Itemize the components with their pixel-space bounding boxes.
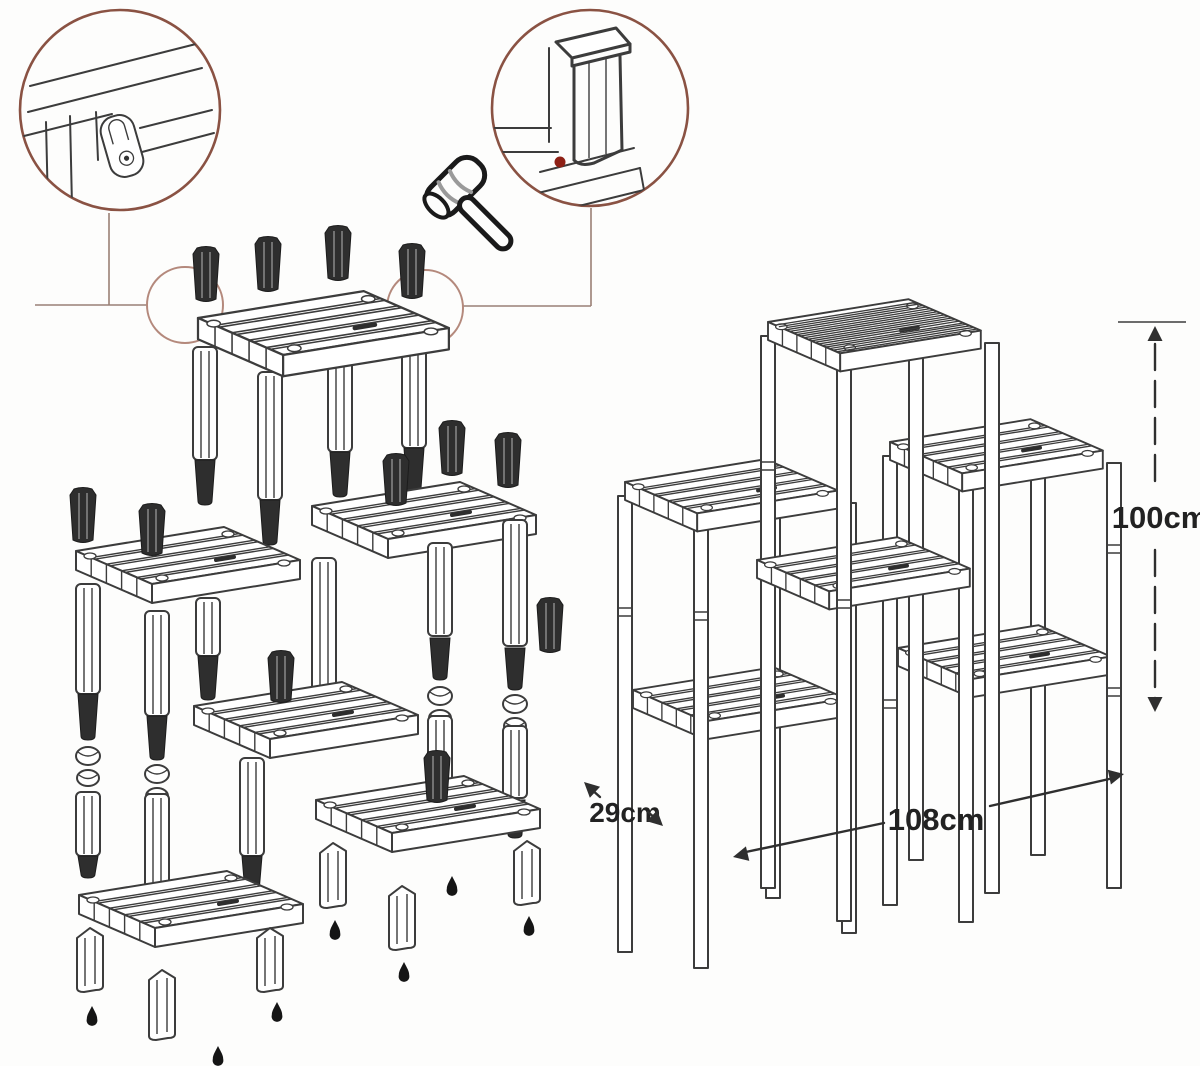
arrowhead-left <box>731 846 750 865</box>
plug <box>192 246 220 302</box>
foot-posts <box>76 840 541 1041</box>
leg <box>401 345 427 493</box>
plug <box>267 650 295 703</box>
assembled-center-tower <box>755 297 1000 922</box>
shelf-panel <box>896 623 1113 700</box>
down-arrow-marker <box>398 962 410 982</box>
assembled-left-unit <box>617 457 857 969</box>
shelf-panel <box>755 535 972 612</box>
shelf-panel <box>631 665 848 742</box>
foot <box>513 840 541 906</box>
shelf-panel <box>623 457 840 534</box>
leg <box>144 610 170 761</box>
plug <box>494 432 522 488</box>
plug <box>138 503 166 556</box>
plug <box>398 243 426 299</box>
leg <box>239 757 265 897</box>
tower-top-hatching <box>775 301 978 353</box>
leg-joint-marks <box>761 461 851 609</box>
foot <box>256 927 284 993</box>
leg <box>195 597 221 701</box>
leg <box>257 371 283 546</box>
foot <box>388 885 416 951</box>
callout-detail-bracket <box>18 8 222 212</box>
down-arrow-marker <box>212 1046 224 1066</box>
plug <box>324 225 352 281</box>
plug <box>69 487 97 543</box>
plug <box>536 597 564 653</box>
down-arrow-marker <box>271 1002 283 1022</box>
corner-highlight-circle <box>146 266 224 344</box>
coupler <box>75 746 101 787</box>
assembled-right-unit <box>882 417 1122 923</box>
down-arrow-marker <box>446 876 458 896</box>
leg-cap-detail-icon <box>493 26 645 206</box>
assembled-view <box>617 297 1122 969</box>
plug <box>423 750 451 803</box>
foot <box>76 927 104 993</box>
keyhole-bracket-detail-icon <box>23 43 215 209</box>
height-dimension-label: 100cm <box>1112 500 1200 535</box>
arrowhead-up <box>1147 326 1163 341</box>
leg-posts <box>192 330 427 546</box>
dimension-width: 108cm <box>731 766 1126 865</box>
hammer-point-marker <box>554 156 566 168</box>
plug <box>382 453 410 506</box>
mallet-icon <box>422 154 514 252</box>
leg <box>192 346 218 506</box>
exploded-view <box>69 225 564 1066</box>
leg-posts <box>75 519 528 761</box>
width-dimension-label: 108cm <box>888 802 985 837</box>
leg <box>75 583 101 741</box>
callout-circle <box>18 8 222 212</box>
dimension-height: 100cm <box>1112 321 1200 712</box>
foot <box>319 842 347 909</box>
arrowhead-down <box>1147 697 1163 712</box>
leg <box>502 519 528 691</box>
leg <box>75 791 101 879</box>
plug <box>438 420 466 476</box>
down-arrow-marker <box>86 1006 98 1026</box>
dimension-depth: 29cm <box>578 776 669 832</box>
plug <box>254 236 282 292</box>
down-arrow-marker <box>329 920 341 940</box>
shelf-panel <box>192 680 420 760</box>
socket-plugs <box>69 225 564 653</box>
leg-joint-marks <box>618 607 708 621</box>
callout-circle <box>490 8 690 208</box>
foot <box>148 969 176 1041</box>
down-arrow-marker <box>523 916 535 936</box>
leg-joint-marks <box>883 544 1121 709</box>
leg <box>427 542 453 681</box>
callout-detail-leg-cap <box>490 8 690 208</box>
